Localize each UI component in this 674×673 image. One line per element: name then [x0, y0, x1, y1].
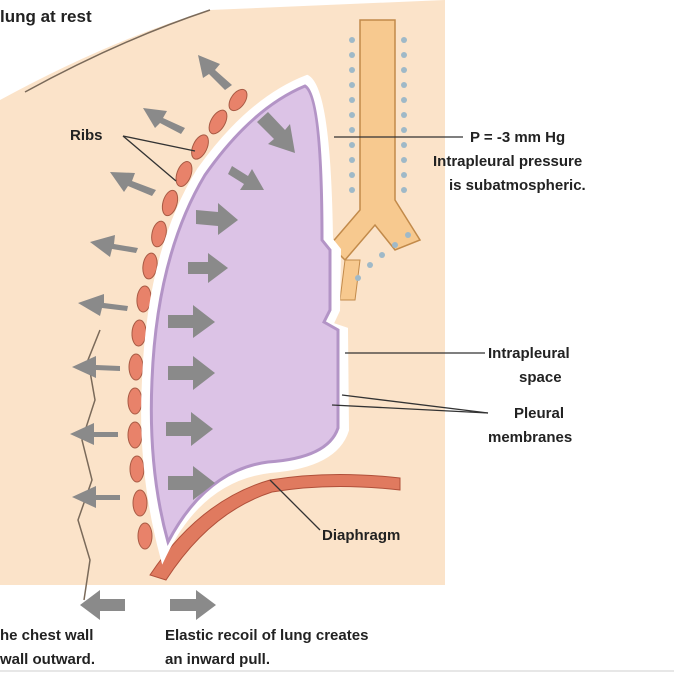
- label-ribs: Ribs: [70, 127, 103, 144]
- label-pressure-line2: Intrapleural pressure: [433, 153, 582, 170]
- diagram-title: lung at rest: [0, 7, 92, 26]
- label-pleural-membranes-line1: Pleural: [514, 405, 564, 422]
- label-pleural-membranes-line2: membranes: [488, 429, 572, 446]
- caption-lung-recoil-line1: Elastic recoil of lung creates: [165, 627, 368, 644]
- caption-chest-wall-line2: wall outward.: [0, 651, 95, 668]
- caption-chest-wall-line1: he chest wall: [0, 627, 93, 644]
- label-intrapleural-space-line2: space: [519, 369, 562, 386]
- label-pressure-line1: P = -3 mm Hg: [470, 129, 565, 146]
- legend-outward-arrow: [80, 590, 125, 620]
- label-intrapleural-space-line1: Intrapleural: [488, 345, 570, 362]
- label-diaphragm: Diaphragm: [322, 527, 400, 544]
- label-pressure-line3: is subatmospheric.: [449, 177, 586, 194]
- legend-inward-arrow: [170, 590, 216, 620]
- caption-lung-recoil-line2: an inward pull.: [165, 651, 270, 668]
